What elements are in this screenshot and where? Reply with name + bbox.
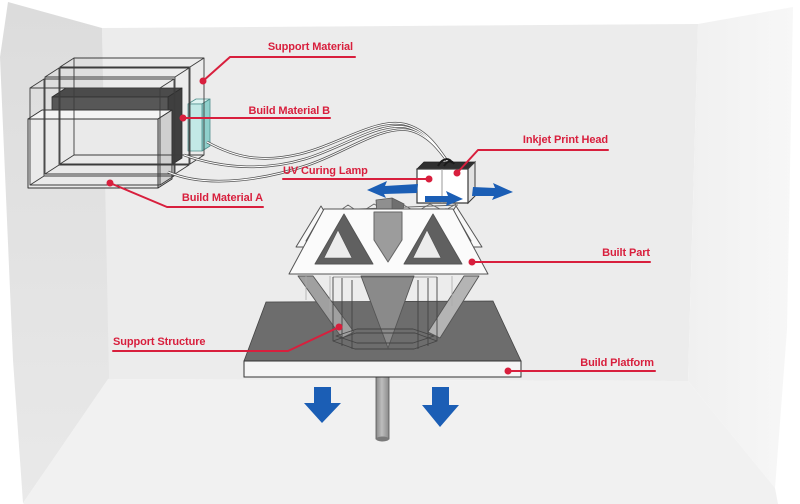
label-build-platform: Build Platform xyxy=(580,357,654,369)
label-support-material: Support Material xyxy=(267,41,353,53)
print-head-arrow-small-icon xyxy=(425,191,463,206)
center-gray-wedge xyxy=(373,211,403,263)
lattice-hole-left-inner xyxy=(323,229,353,259)
feed-tubes xyxy=(167,121,453,183)
strut-right xyxy=(427,275,480,339)
platform-arrow-down-left-icon xyxy=(304,387,341,423)
platform-shaft xyxy=(375,376,390,440)
label-uv-curing-lamp: UV Curing Lamp xyxy=(283,165,368,177)
build-material-a-tank xyxy=(27,109,173,189)
dot-support-structure xyxy=(335,323,343,331)
print-head-right-face xyxy=(467,160,476,205)
wireframe-tank-front xyxy=(29,78,175,186)
built-part xyxy=(288,197,489,350)
room-floor xyxy=(23,379,778,504)
lower-struts xyxy=(297,275,480,349)
leader-lines xyxy=(109,56,656,372)
tank-a-front-face xyxy=(27,118,159,189)
material-tanks xyxy=(27,57,211,189)
label-built-part: Built Part xyxy=(602,247,650,259)
wireframe-tank-back xyxy=(59,57,205,165)
support-liquid-front xyxy=(187,103,203,152)
center-down-spike xyxy=(360,275,415,349)
support-liquid xyxy=(187,98,211,152)
leader-inkjet-print-head xyxy=(456,149,609,174)
platform-arrow-down-right-icon xyxy=(422,387,459,427)
label-build-material-b: Build Material B xyxy=(248,105,330,117)
dot-build-platform xyxy=(504,367,512,375)
dot-support-material xyxy=(199,77,207,85)
tank-b-top-face xyxy=(51,87,183,98)
lattice-plate xyxy=(288,208,489,275)
leader-build-material-a xyxy=(109,182,264,208)
dot-uv-curing-lamp xyxy=(425,175,433,183)
label-support-structure: Support Structure xyxy=(113,336,206,348)
label-inkjet-print-head: Inkjet Print Head xyxy=(522,134,608,146)
dot-build-material-b xyxy=(179,114,187,122)
leader-dots xyxy=(106,77,512,375)
wireframe-tank-middle xyxy=(44,67,190,175)
support-structure-wireframe xyxy=(332,276,438,350)
strut-left xyxy=(297,275,355,339)
lower-drip-lines xyxy=(305,276,453,312)
tube-inlet xyxy=(437,158,455,167)
print-head-arrow-left-icon xyxy=(367,181,418,198)
platform-shaft-end xyxy=(376,436,389,442)
leader-support-structure xyxy=(112,326,340,352)
platform-front-face xyxy=(243,360,522,378)
label-build-material-a: Build Material A xyxy=(181,192,263,204)
room-right-wall xyxy=(688,7,793,488)
print-head-arrow-right-icon xyxy=(472,183,513,200)
dot-inkjet-print-head xyxy=(453,169,461,177)
dot-built-part xyxy=(468,258,476,266)
lattice-hole-right-inner xyxy=(412,229,442,259)
tank-wireframes xyxy=(29,57,205,186)
dot-build-material-a xyxy=(106,179,114,187)
leader-support-material xyxy=(202,56,356,82)
motion-arrows xyxy=(304,181,513,427)
tank-a-top-face xyxy=(27,109,173,120)
